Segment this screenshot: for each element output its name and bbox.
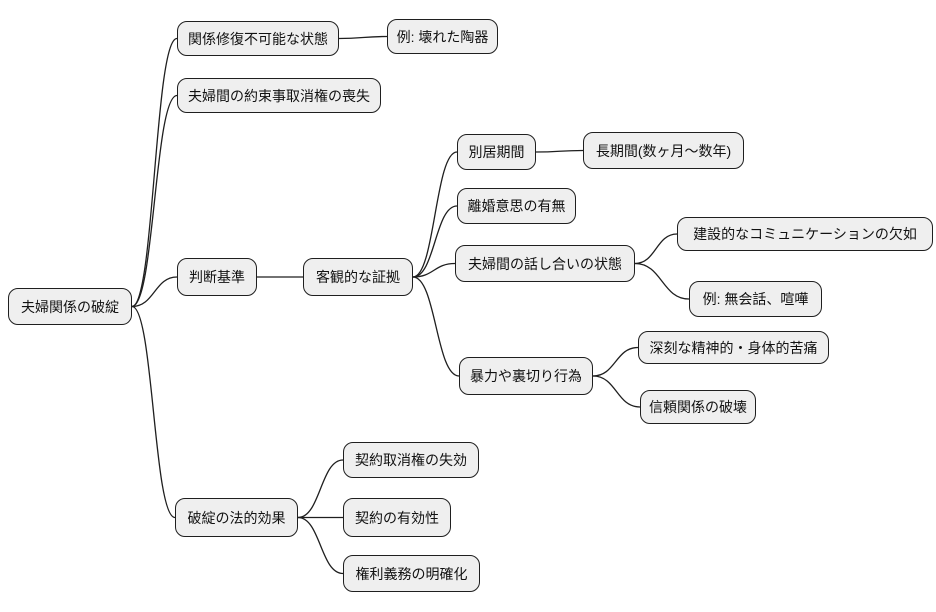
node-label: 例: 無会話、喧嘩	[702, 291, 809, 307]
node-label: 関係修復不可能な状態	[188, 30, 328, 47]
node-label: 契約取消権の失効	[355, 452, 467, 468]
edge-violence-betrayal-to-trust-destruction	[592, 375, 641, 408]
edge-objective-evidence-to-violence-betrayal	[412, 276, 460, 377]
edge-objective-evidence-to-separation-period	[412, 151, 458, 278]
node-label: 契約の有効性	[355, 509, 439, 526]
edge-objective-evidence-to-discussion-state	[412, 262, 456, 278]
node-judgment-criteria[interactable]: 判断基準	[177, 258, 257, 296]
node-label: 破綻の法的効果	[187, 509, 286, 526]
node-irreparable-state[interactable]: 関係修復不可能な状態	[177, 21, 339, 56]
node-trust-destruction[interactable]: 信頼関係の破壊	[640, 390, 756, 424]
node-loss-of-cancellation-right[interactable]: 夫婦間の約束事取消権の喪失	[177, 78, 381, 113]
node-mental-physical-pain[interactable]: 深刻な精神的・身体的苦痛	[638, 331, 829, 364]
node-label: 権利義務の明確化	[355, 565, 468, 582]
node-label: 深刻な精神的・身体的苦痛	[649, 339, 818, 356]
node-divorce-intent[interactable]: 離婚意思の有無	[457, 188, 576, 224]
node-label: 夫婦間の話し合いの状態	[468, 255, 622, 272]
edge-irreparable-state-to-broken-pottery	[338, 35, 388, 40]
node-label: 例: 壊れた陶器	[396, 28, 489, 45]
node-cancellation-right-expiry[interactable]: 契約取消権の失効	[343, 442, 479, 478]
node-contract-validity[interactable]: 契約の有効性	[343, 498, 451, 537]
node-lack-of-constructive-communication[interactable]: 建設的なコミュニケーションの欠如	[677, 217, 933, 251]
node-root-marital-breakdown[interactable]: 夫婦関係の破綻	[8, 288, 132, 325]
edge-root-to-loss-of-cancellation-right	[131, 94, 178, 308]
node-violence-betrayal[interactable]: 暴力や裏切り行為	[459, 357, 593, 395]
node-label: 別居期間	[468, 144, 525, 160]
node-example-no-conversation-quarrel[interactable]: 例: 無会話、喧嘩	[689, 281, 822, 317]
edge-discussion-state-to-lack-of-communication	[634, 233, 678, 265]
node-label: 信頼関係の破壊	[649, 399, 747, 415]
node-label: 離婚意思の有無	[467, 198, 566, 214]
node-label: 建設的なコミュニケーションの欠如	[693, 226, 917, 242]
node-label: 客観的な証拠	[316, 269, 400, 285]
edge-legal-effects-to-rights-obligations	[297, 516, 344, 575]
node-separation-period[interactable]: 別居期間	[457, 134, 536, 170]
edge-objective-evidence-to-divorce-intent	[412, 205, 458, 278]
node-discussion-state[interactable]: 夫婦間の話し合いの状態	[455, 245, 635, 282]
node-legal-effects[interactable]: 破綻の法的効果	[175, 498, 298, 537]
edge-separation-period-to-long-term	[535, 149, 584, 153]
edge-root-to-legal-effects	[131, 305, 176, 519]
node-rights-obligations-clarification[interactable]: 権利義務の明確化	[343, 555, 480, 592]
node-label: 判断基準	[189, 269, 245, 285]
node-long-term-duration[interactable]: 長期間(数ヶ月〜数年)	[583, 132, 744, 169]
edge-discussion-state-to-no-conversation	[634, 262, 690, 300]
node-label: 暴力や裏切り行為	[470, 368, 582, 384]
node-label: 夫婦関係の破綻	[21, 298, 119, 315]
node-objective-evidence[interactable]: 客観的な証拠	[303, 258, 413, 296]
edge-root-to-irreparable-state	[131, 37, 178, 308]
edge-root-to-judgment-criteria	[131, 276, 178, 308]
node-label: 長期間(数ヶ月〜数年)	[595, 142, 732, 159]
node-example-broken-pottery[interactable]: 例: 壊れた陶器	[387, 19, 498, 54]
edge-violence-betrayal-to-mental-physical-pain	[592, 346, 639, 377]
edge-legal-effects-to-cancellation-right-expiry	[297, 459, 344, 519]
node-label: 夫婦間の約束事取消権の喪失	[188, 87, 370, 104]
